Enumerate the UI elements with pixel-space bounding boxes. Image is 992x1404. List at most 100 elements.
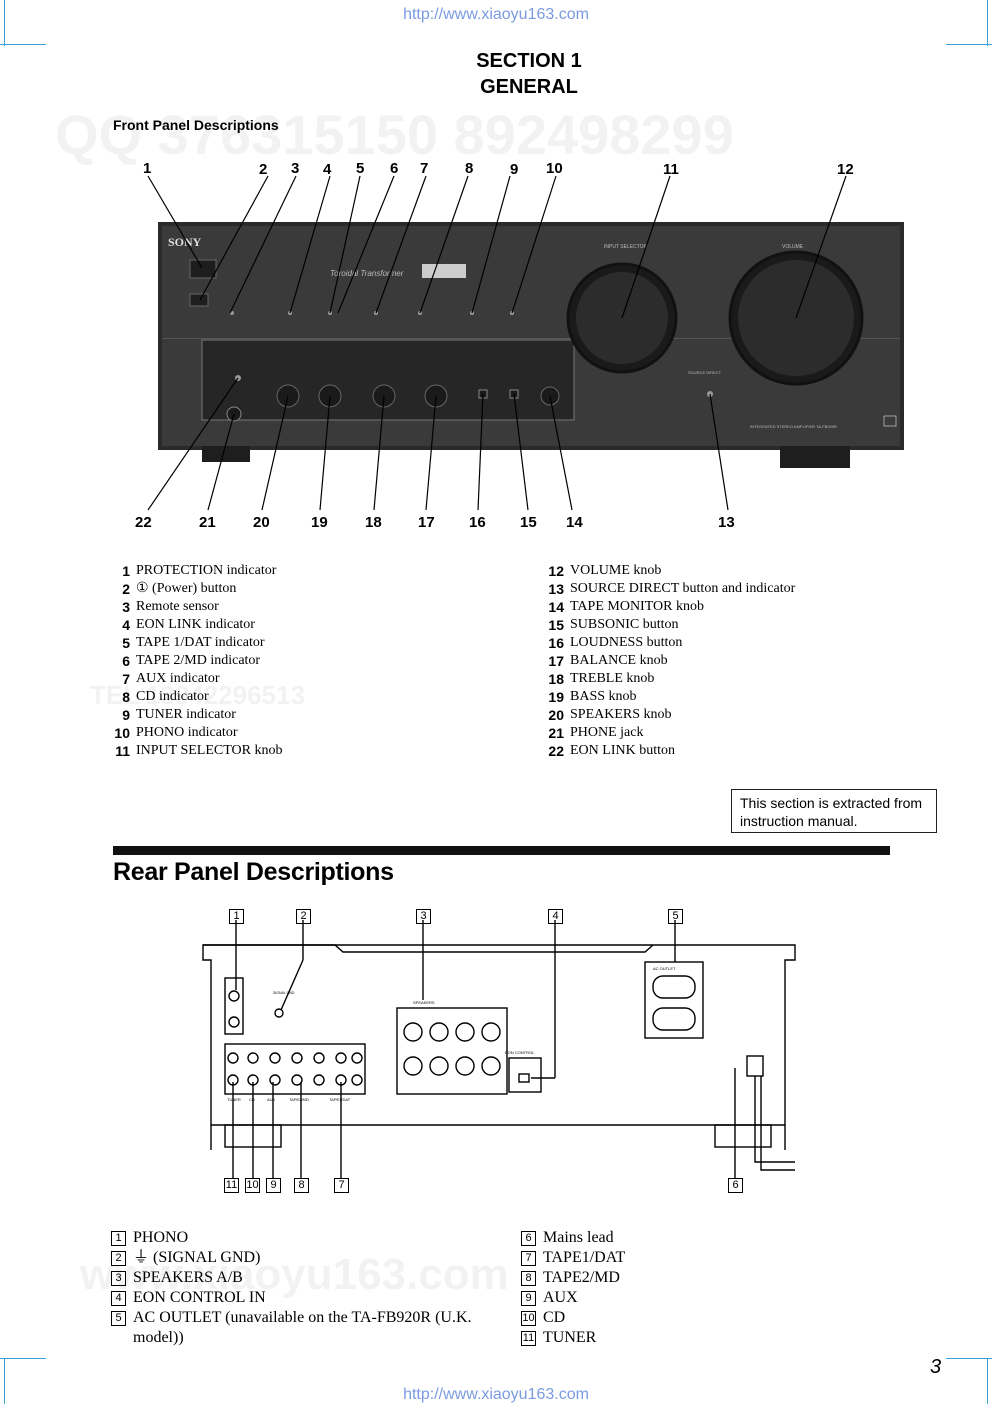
footer-url[interactable]: http://www.xiaoyu163.com: [403, 1386, 589, 1403]
rear-panel-title: Rear Panel Descriptions: [113, 858, 394, 886]
watermark-qq: QQ 376315150 892498299: [55, 103, 734, 166]
front-panel-diagram: SONY Toroidal Transformer INPUT SELECTOR…: [147, 175, 904, 511]
signal-gnd-label: SIGNAL GND: [273, 991, 295, 995]
callout-15: 15: [520, 514, 537, 531]
crop-mark: [0, 44, 46, 45]
input-label-cd: CD: [249, 1097, 255, 1102]
rear-panel-diagram: SPEAKERS EON CONTROL AC OUTLET SIGNAL GN…: [202, 920, 796, 1178]
watermark-tel: TEL 13942296513: [90, 680, 305, 710]
section-divider: [113, 846, 890, 855]
model-label: INTEGRATED STEREO AMPLIFIER TA-FB920R: [750, 424, 837, 429]
input-label-aux: AUX: [267, 1097, 276, 1102]
callout-18: 18: [365, 514, 382, 531]
callout-10: 10: [546, 160, 563, 177]
callout-6: 6: [390, 160, 399, 177]
volume-label: VOLUME: [782, 244, 804, 250]
extract-note: This section is extracted from instructi…: [731, 789, 937, 833]
callout-2: 2: [259, 161, 268, 178]
callout-20: 20: [253, 514, 270, 531]
callout-17: 17: [418, 514, 435, 531]
crop-mark: [987, 1358, 988, 1404]
rear-callout-9: 9: [266, 1178, 281, 1193]
section-number: SECTION 1: [476, 50, 582, 72]
watermark-site: www.xiaoyu163.com: [80, 1250, 509, 1299]
rear-callout-3: 3: [416, 909, 431, 924]
crop-mark: [4, 0, 5, 46]
eon-control-label: EON CONTROL: [505, 1050, 535, 1055]
input-label-tuner: TUNER: [227, 1097, 241, 1102]
rear-callout-5: 5: [668, 909, 683, 924]
input-label-tape1: TAPE1/DAT: [329, 1097, 351, 1102]
callout-7: 7: [420, 160, 429, 177]
rear-callout-6: 6: [728, 1178, 743, 1193]
rear-callout-7: 7: [334, 1178, 349, 1193]
section-title: GENERAL: [480, 76, 578, 98]
rear-callout-8: 8: [294, 1178, 309, 1193]
callout-13: 13: [718, 514, 735, 531]
crop-mark: [987, 0, 988, 46]
ac-outlet-label: AC OUTLET: [653, 966, 676, 971]
crop-mark: [946, 44, 992, 45]
rear-callout-1: 1: [229, 909, 244, 924]
callout-1: 1: [143, 160, 152, 177]
input-selector-label: INPUT SELECTOR: [604, 244, 648, 250]
input-label-tape2: TAPE2/MD: [289, 1097, 309, 1102]
rear-callout-2: 2: [296, 909, 311, 924]
transformer-label: Toroidal Transformer: [330, 269, 404, 278]
front-panel-title: Front Panel Descriptions: [113, 117, 279, 133]
page-number: 3: [930, 1356, 942, 1378]
header-url[interactable]: http://www.xiaoyu163.com: [403, 6, 589, 23]
rear-callout-11: 11: [224, 1178, 239, 1193]
callout-21: 21: [199, 514, 216, 531]
rear-callout-10: 10: [245, 1178, 260, 1193]
source-direct-label: SOURCE DIRECT: [688, 370, 722, 375]
callout-8: 8: [465, 160, 474, 177]
callout-16: 16: [469, 514, 486, 531]
crop-mark: [946, 1358, 992, 1359]
callout-11: 11: [663, 161, 679, 178]
crop-mark: [0, 1358, 46, 1359]
brand-logo: SONY: [168, 235, 202, 249]
callout-19: 19: [311, 514, 328, 531]
callout-14: 14: [566, 514, 583, 531]
speakers-label: SPEAKERS: [413, 1000, 435, 1005]
callout-5: 5: [356, 160, 365, 177]
callout-22: 22: [135, 514, 152, 531]
callout-12: 12: [837, 161, 854, 178]
